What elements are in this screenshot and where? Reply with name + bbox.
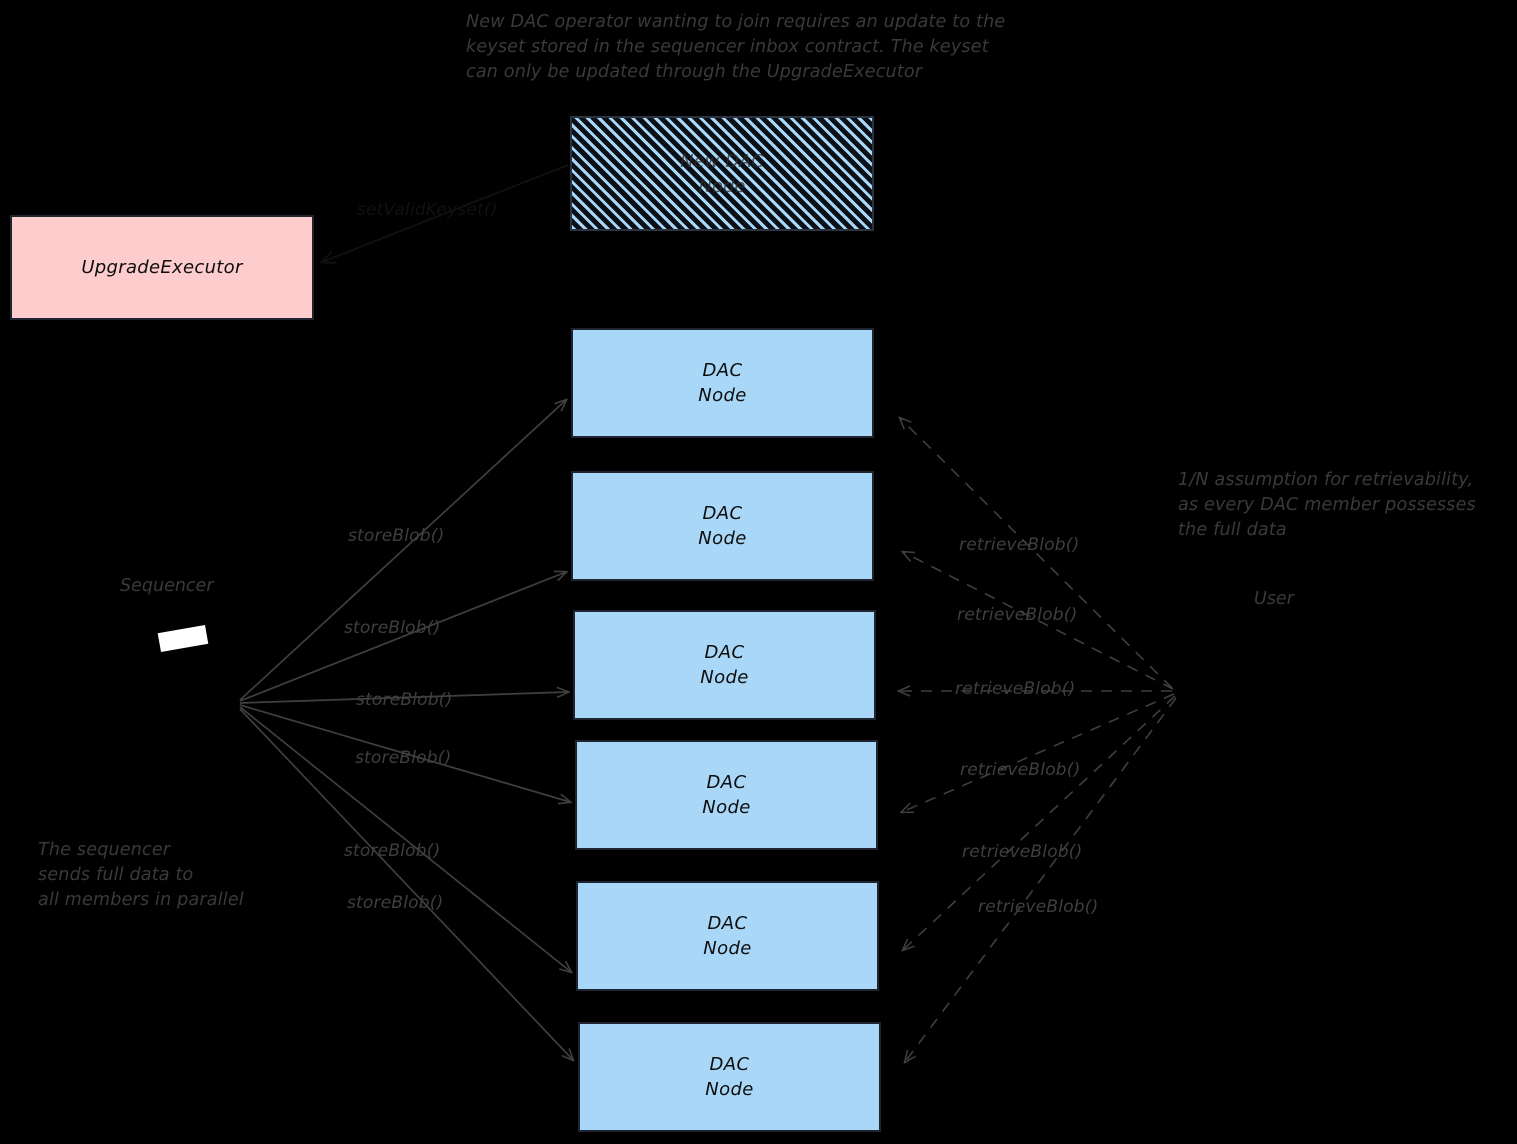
- new-dac-node-label-line1: New DAC: [680, 150, 764, 172]
- dac-node-label-line2: Node: [698, 385, 747, 406]
- new-dac-node-box: New DAC Node: [570, 116, 874, 231]
- edge-store-blob-1: [239, 400, 566, 701]
- dac-node-label-line1: DAC: [709, 1054, 750, 1075]
- edge-label-retrieve-blob-3: retrieveBlob(): [955, 679, 1076, 699]
- dac-node-label-line2: Node: [703, 938, 752, 959]
- dac-node-box-2[interactable]: DAC Node: [571, 471, 874, 581]
- dac-node-label-line1: DAC: [702, 360, 743, 381]
- dac-node-label-line2: Node: [698, 528, 747, 549]
- dac-node-box-3[interactable]: DAC Node: [573, 610, 876, 720]
- edge-retrieve-blob-6: [905, 697, 1177, 1062]
- sequencer-label: Sequencer: [120, 576, 214, 596]
- dac-node-box-4[interactable]: DAC Node: [575, 740, 878, 850]
- dac-node-label-line1: DAC: [702, 503, 743, 524]
- edge-label-retrieve-blob-4: retrieveBlob(): [960, 760, 1081, 780]
- dac-node-label-line2: Node: [702, 797, 751, 818]
- edge-label-retrieve-blob-2: retrieveBlob(): [957, 605, 1078, 625]
- note-keyset-update: New DAC operator wanting to join require…: [466, 12, 1006, 82]
- user-label: User: [1254, 589, 1294, 609]
- sequencer-icon: [157, 624, 209, 653]
- edge-group-retrieve-blob: [899, 418, 1177, 1062]
- new-dac-node-label-line2: Node: [698, 175, 746, 197]
- dac-node-label-line1: DAC: [704, 642, 745, 663]
- dac-node-box-6[interactable]: DAC Node: [578, 1022, 881, 1132]
- dac-node-label-line2: Node: [700, 667, 749, 688]
- upgrade-executor-label: UpgradeExecutor: [81, 257, 243, 278]
- dac-node-label-line2: Node: [705, 1079, 754, 1100]
- dac-node-box-1[interactable]: DAC Node: [571, 328, 874, 438]
- edge-label-store-blob-1: storeBlob(): [348, 526, 445, 546]
- note-sequencer-parallel: The sequencer sends full data to all mem…: [38, 840, 244, 910]
- edge-label-set-valid-keyset: setValidKeyset(): [357, 200, 498, 220]
- edge-label-store-blob-4: storeBlob(): [355, 748, 452, 768]
- edge-label-store-blob-6: storeBlob(): [347, 893, 444, 913]
- edge-group-store-blob: [239, 400, 573, 1060]
- edge-label-store-blob-3: storeBlob(): [356, 690, 453, 710]
- edge-label-retrieve-blob-6: retrieveBlob(): [978, 897, 1099, 917]
- edge-label-store-blob-2: storeBlob(): [344, 618, 441, 638]
- dac-node-label-line1: DAC: [706, 772, 747, 793]
- note-retrievability-assumption: 1/N assumption for retrievability, as ev…: [1178, 470, 1476, 540]
- dac-node-label-line1: DAC: [707, 913, 748, 934]
- edge-retrieve-blob-4: [902, 693, 1175, 812]
- upgrade-executor-box[interactable]: UpgradeExecutor: [10, 215, 314, 320]
- dac-node-box-5[interactable]: DAC Node: [576, 881, 879, 991]
- edge-label-retrieve-blob-5: retrieveBlob(): [962, 842, 1083, 862]
- edge-label-retrieve-blob-1: retrieveBlob(): [959, 535, 1080, 555]
- edge-label-store-blob-5: storeBlob(): [344, 841, 441, 861]
